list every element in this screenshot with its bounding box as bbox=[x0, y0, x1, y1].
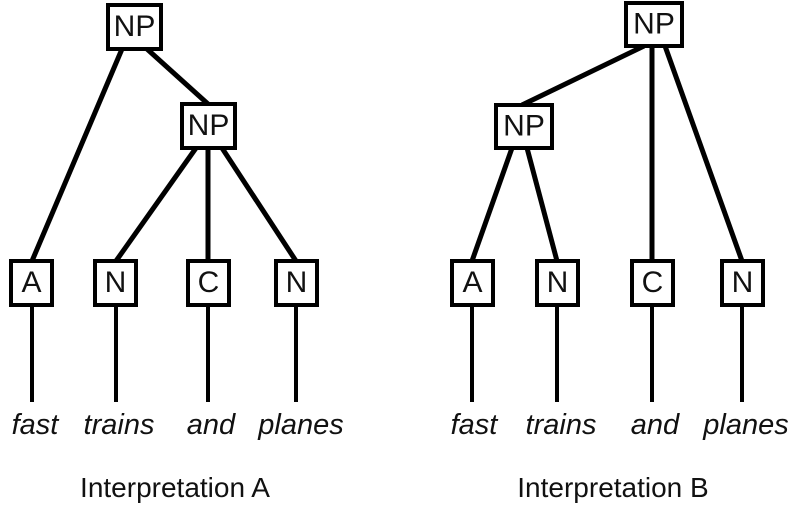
tree-node-n[interactable]: N bbox=[93, 259, 138, 307]
tree-branch bbox=[29, 48, 125, 262]
tree-branch bbox=[662, 45, 745, 262]
node-box bbox=[180, 102, 237, 150]
tree-node-np[interactable]: NP bbox=[180, 102, 237, 150]
tree-node-n[interactable]: N bbox=[274, 259, 319, 307]
terminal-word: and bbox=[631, 409, 680, 441]
node-box bbox=[274, 259, 319, 307]
tree-branch bbox=[469, 147, 515, 262]
diagram-caption: Interpretation A bbox=[80, 472, 270, 503]
node-label: N bbox=[105, 266, 127, 299]
terminal-word: fast bbox=[12, 409, 61, 441]
diagram-caption: Interpretation B bbox=[517, 472, 708, 503]
tree-node-a[interactable]: A bbox=[450, 259, 495, 307]
node-label: A bbox=[21, 266, 41, 299]
tree-branch bbox=[145, 47, 210, 106]
tree-node-a[interactable]: A bbox=[9, 259, 54, 307]
node-label: NP bbox=[188, 109, 230, 142]
node-label: C bbox=[198, 266, 220, 299]
terminal-word: trains bbox=[526, 409, 597, 441]
terminal-word: and bbox=[187, 409, 236, 441]
node-box bbox=[450, 259, 495, 307]
terminal-word: fast bbox=[451, 409, 500, 441]
node-label: N bbox=[547, 266, 569, 299]
terminal-word: planes bbox=[702, 409, 788, 441]
node-label: NP bbox=[633, 7, 675, 40]
terminal-word: trains bbox=[84, 409, 155, 441]
node-box bbox=[720, 259, 765, 307]
node-box bbox=[624, 1, 684, 48]
node-box bbox=[494, 103, 554, 150]
node-label: C bbox=[642, 266, 664, 299]
tree-node-c[interactable]: C bbox=[630, 259, 675, 307]
node-box bbox=[186, 259, 231, 307]
node-box bbox=[9, 259, 54, 307]
node-box bbox=[630, 259, 675, 307]
tree-node-np[interactable]: NP bbox=[624, 1, 684, 48]
node-label: N bbox=[286, 266, 308, 299]
tree-branch bbox=[520, 43, 646, 108]
tree-branch bbox=[219, 146, 299, 263]
node-label: NP bbox=[503, 109, 545, 142]
node-box bbox=[535, 259, 580, 307]
tree-branch bbox=[524, 147, 560, 262]
tree-node-c[interactable]: C bbox=[186, 259, 231, 307]
node-box bbox=[93, 259, 138, 307]
tree-node-n[interactable]: N bbox=[535, 259, 580, 307]
node-label: NP bbox=[114, 10, 156, 43]
tree-node-np[interactable]: NP bbox=[494, 103, 554, 150]
tree-branch bbox=[113, 146, 199, 263]
tree-node-n[interactable]: N bbox=[720, 259, 765, 307]
tree-node-np[interactable]: NP bbox=[106, 3, 163, 51]
node-box bbox=[106, 3, 163, 51]
node-label: N bbox=[732, 266, 754, 299]
node-label: A bbox=[462, 266, 482, 299]
terminal-word: planes bbox=[257, 409, 343, 441]
